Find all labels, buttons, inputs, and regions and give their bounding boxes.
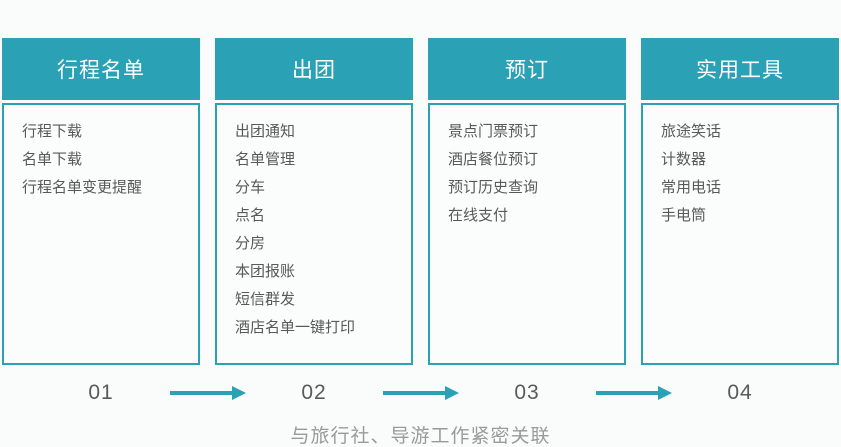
feature-item: 名单下载 [22,151,83,168]
feature-item: 酒店餐位预订 [448,151,539,168]
feature-item: 在线支付 [448,207,509,224]
step-number-4: 04 [727,381,753,404]
column-header: 行程名单 [2,38,200,100]
feature-item: 手电筒 [661,207,707,224]
column-body: 旅途笑话 计数器 常用电话 手电筒 [641,103,839,365]
feature-item: 常用电话 [661,179,722,196]
feature-item: 分房 [235,235,266,252]
column-itinerary-roster: 行程名单 行程下载 名单下载 行程名单变更提醒 [2,38,200,365]
feature-item: 景点门票预订 [448,123,539,140]
column-utilities: 实用工具 旅途笑话 计数器 常用电话 手电筒 [641,38,839,365]
feature-item: 出团通知 [235,123,296,140]
feature-item: 计数器 [661,151,707,168]
column-header: 出团 [215,38,413,100]
feature-list: 出团通知 名单管理 分车 点名 分房 本团报账 短信群发 酒店名单一键打印 [235,118,401,342]
feature-item: 短信群发 [235,291,296,308]
footer-caption: 与旅行社、导游工作紧密关联 [290,426,551,447]
arrow-right-icon [170,386,246,400]
feature-item: 酒店名单一键打印 [235,319,356,336]
column-body: 行程下载 名单下载 行程名单变更提醒 [2,103,200,365]
feature-columns: 行程名单 行程下载 名单下载 行程名单变更提醒 出团 出团通知 名单管理 分车 … [2,38,839,365]
arrow-right-icon [383,386,459,400]
column-booking: 预订 景点门票预订 酒店餐位预订 预订历史查询 在线支付 [428,38,626,365]
feature-item: 预订历史查询 [448,179,539,196]
column-title: 预订 [505,59,549,82]
feature-item: 名单管理 [235,151,296,168]
column-header: 实用工具 [641,38,839,100]
column-body: 景点门票预订 酒店餐位预订 预订历史查询 在线支付 [428,103,626,365]
step-number-3: 03 [514,381,540,404]
step-number-1: 01 [88,381,114,404]
column-title: 出团 [292,59,336,82]
feature-list: 行程下载 名单下载 行程名单变更提醒 [22,118,188,202]
column-departure: 出团 出团通知 名单管理 分车 点名 分房 本团报账 短信群发 酒店名单一键打印 [215,38,413,365]
feature-item: 旅途笑话 [661,123,722,140]
feature-item: 行程下载 [22,123,83,140]
step-number-2: 02 [301,381,327,404]
column-title: 行程名单 [57,59,145,82]
feature-item: 分车 [235,179,266,196]
feature-item: 本团报账 [235,263,296,280]
column-title: 实用工具 [696,59,784,82]
column-header: 预订 [428,38,626,100]
column-body: 出团通知 名单管理 分车 点名 分房 本团报账 短信群发 酒店名单一键打印 [215,103,413,365]
feature-item: 点名 [235,207,266,224]
feature-item: 行程名单变更提醒 [22,179,143,196]
steps-row: 01 02 03 04 [0,365,841,421]
feature-list: 旅途笑话 计数器 常用电话 手电筒 [661,118,827,230]
arrow-right-icon [596,386,672,400]
feature-list: 景点门票预订 酒店餐位预订 预订历史查询 在线支付 [448,118,614,230]
